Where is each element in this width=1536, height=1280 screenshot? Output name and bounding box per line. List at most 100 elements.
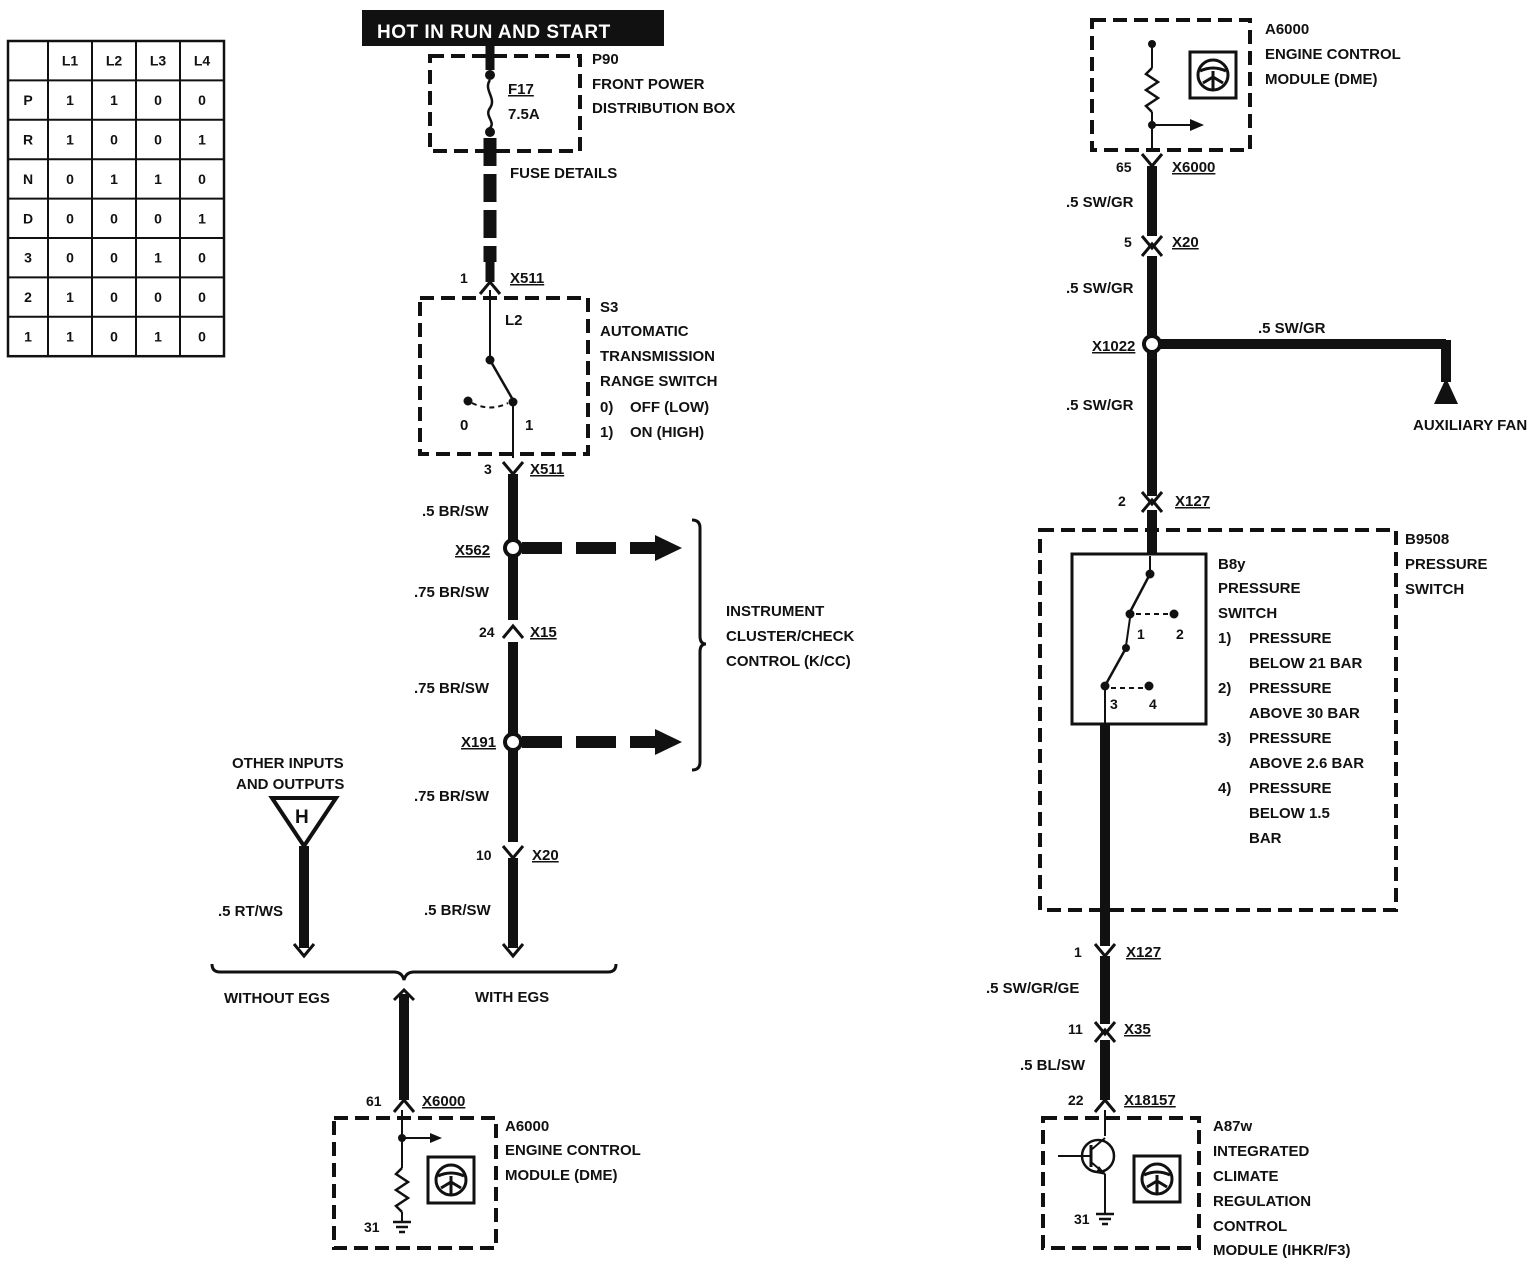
truth-table-cell: 0: [154, 92, 162, 108]
ecm-left-ground-label: 31: [364, 1219, 380, 1235]
right-wire-label-1: .5 SW/GR: [1066, 194, 1134, 211]
wire-label-2: .75 BR/SW: [414, 584, 490, 601]
ecm-left-ref: A6000: [505, 1118, 549, 1135]
splice-x1022-label: X1022: [1092, 338, 1135, 355]
ps-ref: B9508: [1405, 531, 1449, 548]
x6000-left-conn: X6000: [422, 1093, 465, 1110]
fuse-box-outline: [428, 54, 582, 153]
wire-label-1: .5 BR/SW: [422, 503, 490, 520]
range-switch-name-1: AUTOMATIC: [600, 323, 689, 340]
fuse-rating: 7.5A: [508, 106, 540, 123]
truth-table-cell: 0: [198, 92, 206, 108]
x35-conn: X35: [1124, 1021, 1151, 1038]
ps-contact-4: [1144, 681, 1154, 691]
fuse-box-ref: P90: [592, 51, 619, 68]
truth-table-cell: 0: [154, 210, 162, 226]
wire-label-4: .75 BR/SW: [414, 788, 490, 805]
other-io-line-1: OTHER INPUTS: [232, 755, 344, 772]
climate-ground-label: 31: [1074, 1211, 1090, 1227]
ecm-right-top-node: [1148, 40, 1156, 48]
x511-top-pin: 1: [460, 270, 468, 286]
ps-state-1-line-1: PRESSURE: [1249, 630, 1332, 647]
right-wire-label-4: .5 SW/GR/GE: [986, 980, 1079, 997]
ps-state-2-line-2: ABOVE 30 BAR: [1249, 705, 1360, 722]
steering-wheel-icon-climate: [1132, 1154, 1182, 1204]
x6000-right-conn: X6000: [1172, 159, 1215, 176]
switch-pos-1: 1: [525, 417, 533, 434]
truth-table-cell: 0: [66, 210, 74, 226]
truth-table-header-cell: L3: [150, 53, 167, 69]
arrow-x562: [655, 535, 682, 561]
steering-wheel-icon-right: [1188, 50, 1238, 100]
ps-state-2-num: 2): [1218, 680, 1231, 697]
switch-contact-1: [508, 397, 518, 407]
truth-table-cell: 0: [198, 250, 206, 266]
transistor-emitter-arrow: [1096, 1166, 1106, 1175]
aux-fan-label: AUXILIARY FAN: [1413, 417, 1527, 434]
x20-left-pin: 10: [476, 847, 492, 863]
range-switch-ref: S3: [600, 299, 618, 316]
ps-state-4-num: 4): [1218, 780, 1231, 797]
connector-egs-left: [292, 943, 316, 959]
ps-state-3-line-2: ABOVE 2.6 BAR: [1249, 755, 1364, 772]
other-io-symbol: H: [295, 807, 309, 828]
ps-contact-2: [1169, 609, 1179, 619]
connector-x18157: [1093, 1097, 1117, 1113]
ps-label-3: 3: [1110, 696, 1118, 712]
climate-name-5: MODULE (IHKR/F3): [1213, 1242, 1351, 1259]
ps-state-1-num: 1): [1218, 630, 1231, 647]
ecm-right-name-1: ENGINE CONTROL: [1265, 46, 1401, 63]
truth-table-cell: 0: [154, 132, 162, 148]
instrument-bracket: [691, 518, 707, 772]
wire-label-5: .5 BR/SW: [424, 902, 492, 919]
climate-name-4: CONTROL: [1213, 1218, 1287, 1235]
right-wire-label-2: .5 SW/GR: [1066, 280, 1134, 297]
truth-table-cell: 0: [110, 250, 118, 266]
wire-label-h: .5 RT/WS: [218, 903, 283, 920]
pressure-switch-outline: [1038, 528, 1398, 912]
ps-contact-1: [1125, 609, 1135, 619]
splice-x562: [503, 538, 523, 558]
right-wire-label-5: .5 BL/SW: [1020, 1057, 1086, 1074]
right-wire-branch-label: .5 SW/GR: [1258, 320, 1326, 337]
connector-x20-right-b: [1140, 241, 1164, 257]
switch-blade: [488, 359, 515, 401]
truth-table-cell: 0: [110, 289, 118, 305]
fuse-element: [486, 79, 494, 129]
ps-state-1-line-2: BELOW 21 BAR: [1249, 655, 1363, 672]
truth-table-header-cell: L2: [106, 53, 123, 69]
ecm-left-name-2: MODULE (DME): [505, 1167, 618, 1184]
fuse-box-name-2: DISTRIBUTION BOX: [592, 100, 735, 117]
splice-x562-label: X562: [455, 542, 490, 559]
ecm-right-outline: [1090, 18, 1252, 152]
connector-x35-a: [1093, 1021, 1117, 1037]
range-switch-state-1-text: ON (HIGH): [630, 424, 704, 441]
ps-state-4-line-3: BAR: [1249, 830, 1282, 847]
ecm-left-resistor: [393, 1167, 411, 1213]
ps-label-4: 4: [1149, 696, 1157, 712]
truth-table-cell: 1: [66, 132, 74, 148]
ps-label-1: 1: [1137, 626, 1145, 642]
truth-table-cell: 1: [198, 210, 206, 226]
ps-state-3-num: 3): [1218, 730, 1231, 747]
splice-x1022: [1142, 334, 1162, 354]
other-io-triangle: [268, 796, 340, 850]
truth-table-cell: D: [23, 210, 33, 226]
ps-state-4-line-2: BELOW 1.5: [1249, 805, 1330, 822]
steering-wheel-icon-left: [426, 1155, 476, 1205]
x20-right-conn: X20: [1172, 234, 1199, 251]
truth-table-cell: 1: [66, 92, 74, 108]
range-switch-name-3: RANGE SWITCH: [600, 373, 718, 390]
truth-table-cell: 1: [110, 92, 118, 108]
truth-table-cell: 1: [198, 132, 206, 148]
egs-output-connector: [392, 987, 416, 1002]
ps-inner-name-2: SWITCH: [1218, 605, 1277, 622]
wire-label-3: .75 BR/SW: [414, 680, 490, 697]
right-wire-label-3: .5 SW/GR: [1066, 397, 1134, 414]
truth-table-cell: R: [23, 132, 33, 148]
truth-table-cell: 0: [154, 289, 162, 305]
x511-bottom-pin: 3: [484, 461, 492, 477]
fuse-box-name-1: FRONT POWER: [592, 76, 705, 93]
